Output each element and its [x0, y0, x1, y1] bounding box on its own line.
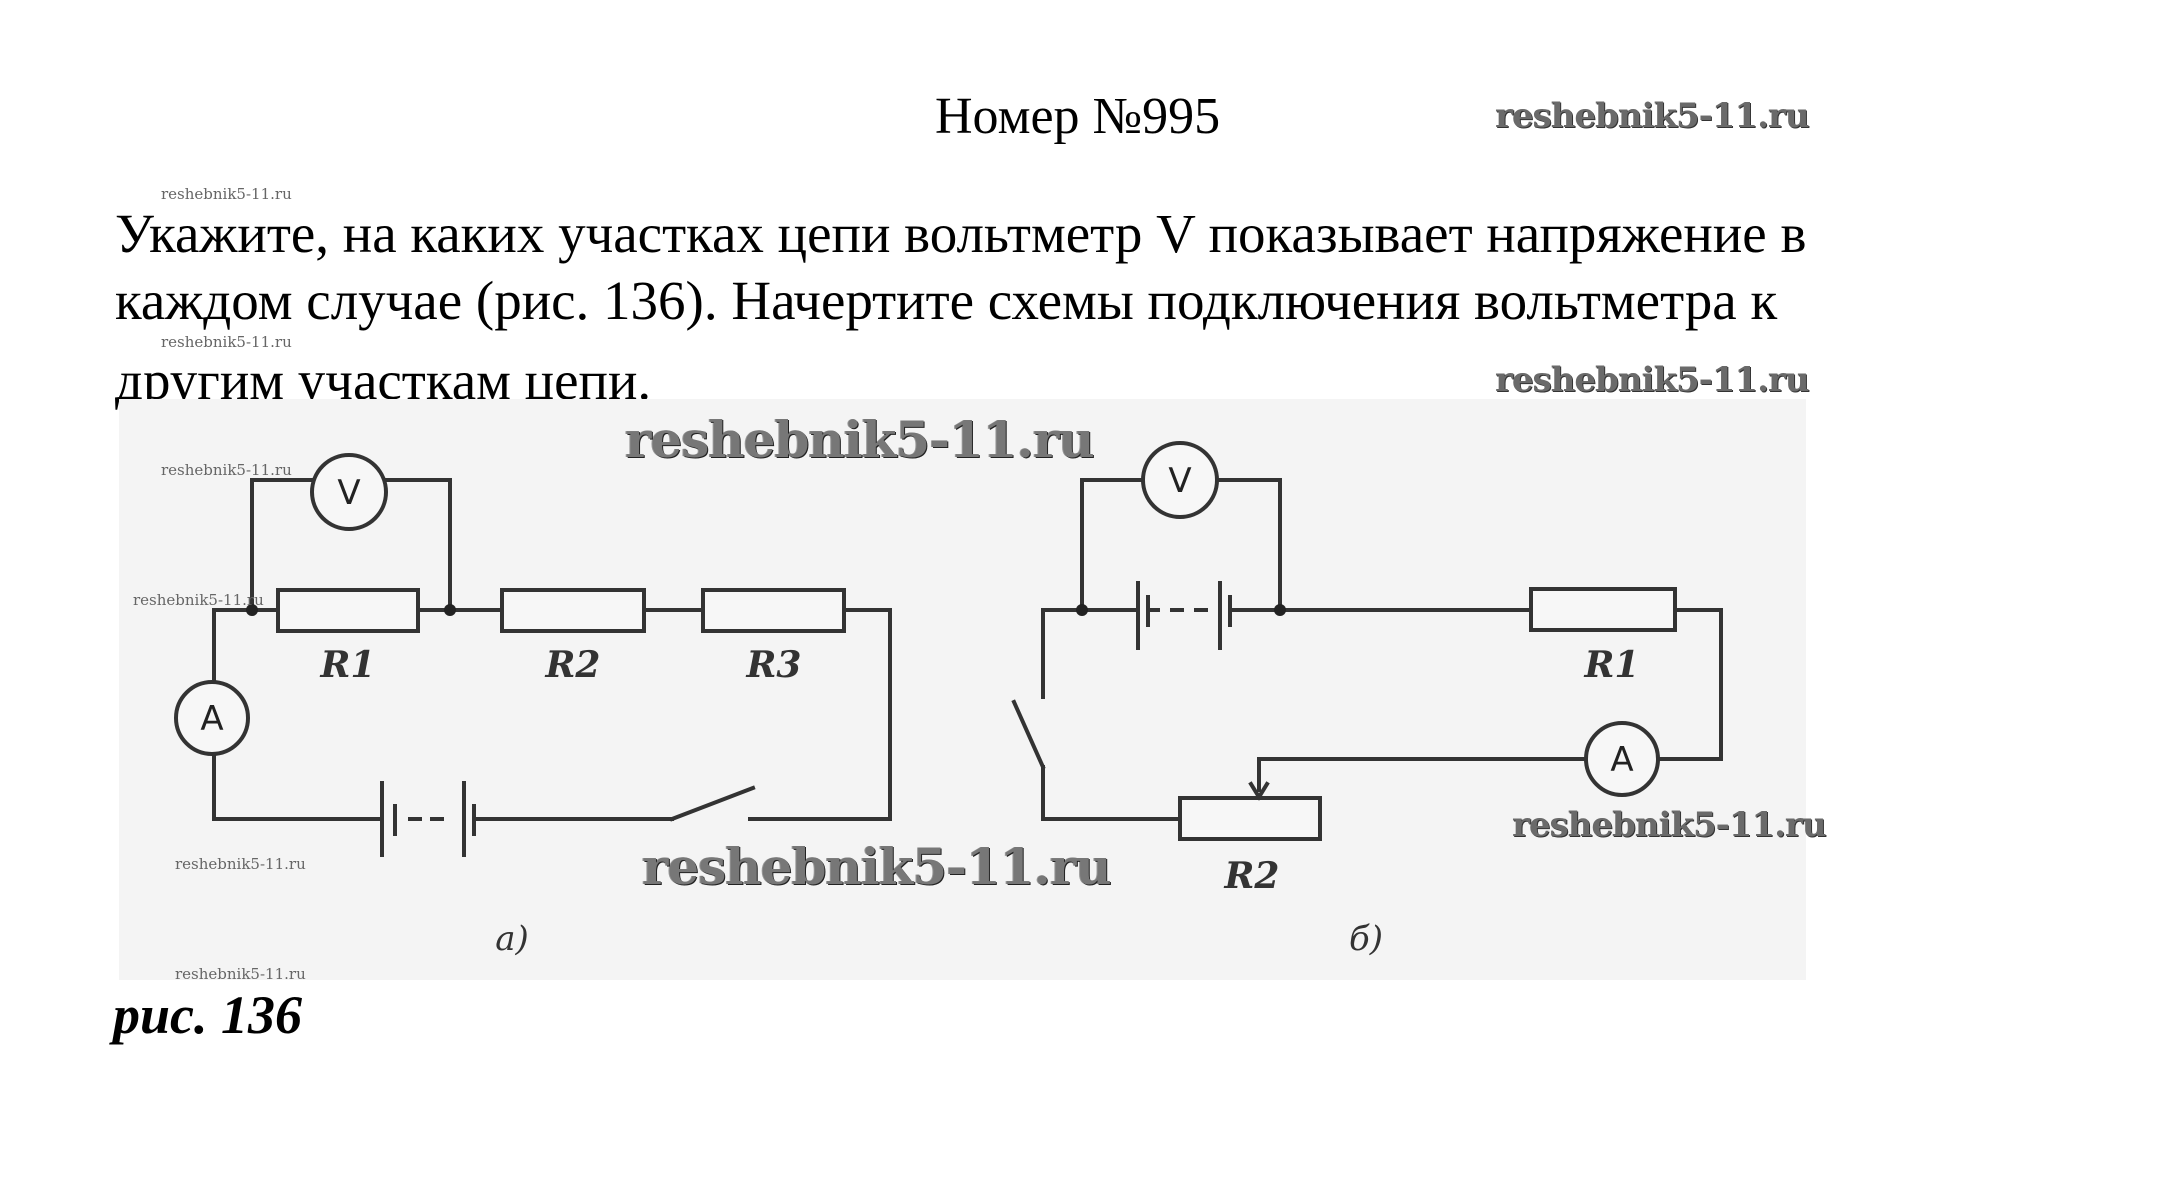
- circuit-a-wires: [212, 478, 892, 821]
- watermark: reshebnik5-11.ru: [1512, 805, 1827, 845]
- voltmeter-b: [1141, 441, 1219, 519]
- resistor-r2-a-label: R2: [545, 644, 601, 686]
- task-line: каждом случае (рис. 136). Начертите схем…: [115, 270, 1778, 331]
- watermark: reshebnik5-11.ru: [161, 333, 292, 351]
- circuit-a-caption: а): [495, 919, 529, 959]
- watermark: reshebnik5-11.ru: [161, 461, 292, 479]
- figure-background: [119, 399, 1806, 980]
- junction-dot: [246, 604, 258, 616]
- resistor-r1-b: [1529, 587, 1677, 632]
- watermark: reshebnik5-11.ru: [1495, 360, 1810, 400]
- page-title: Номер №995: [935, 88, 1221, 145]
- resistor-r3-a: [701, 588, 846, 633]
- resistor-r1-a-label: R1: [320, 644, 376, 686]
- watermark: reshebnik5-11.ru: [175, 855, 306, 873]
- voltmeter-a: [310, 453, 388, 531]
- battery-b-icon: [1136, 581, 1232, 650]
- task-line: Укажите, на каких участках цепи вольтмет…: [115, 203, 1807, 264]
- rheostat-r2-b: [1178, 796, 1322, 841]
- circuit-b-caption: б): [1349, 919, 1383, 959]
- switch-a-icon: [669, 785, 756, 822]
- watermark: reshebnik5-11.ru: [1495, 96, 1810, 136]
- junction-dot: [1274, 604, 1286, 616]
- battery-a-icon: [380, 781, 476, 857]
- voltmeter-b-label: V: [1168, 461, 1191, 501]
- switch-b-icon: [1011, 699, 1046, 770]
- resistor-r3-a-label: R3: [746, 644, 802, 686]
- ammeter-b: [1584, 721, 1660, 797]
- junction-dot: [1076, 604, 1088, 616]
- voltmeter-a-label: V: [337, 473, 360, 513]
- watermark: reshebnik5-11.ru: [161, 185, 292, 203]
- junction-dot: [444, 604, 456, 616]
- ammeter-a: [174, 680, 250, 756]
- rheostat-r2-b-label: R2: [1224, 855, 1280, 897]
- ammeter-a-label: A: [200, 699, 223, 739]
- watermark: reshebnik5-11.ru: [625, 410, 1095, 469]
- watermark: reshebnik5-11.ru: [642, 837, 1112, 896]
- watermark: reshebnik5-11.ru: [175, 965, 306, 983]
- rheostat-slider-arrow-icon: [1248, 781, 1270, 801]
- resistor-r1-a: [276, 588, 420, 633]
- resistor-r1-b-label: R1: [1584, 644, 1640, 686]
- resistor-r2-a: [500, 588, 646, 633]
- figure-caption: рис. 136: [113, 985, 302, 1045]
- ammeter-b-label: A: [1610, 740, 1633, 780]
- watermark: reshebnik5-11.ru: [133, 591, 264, 609]
